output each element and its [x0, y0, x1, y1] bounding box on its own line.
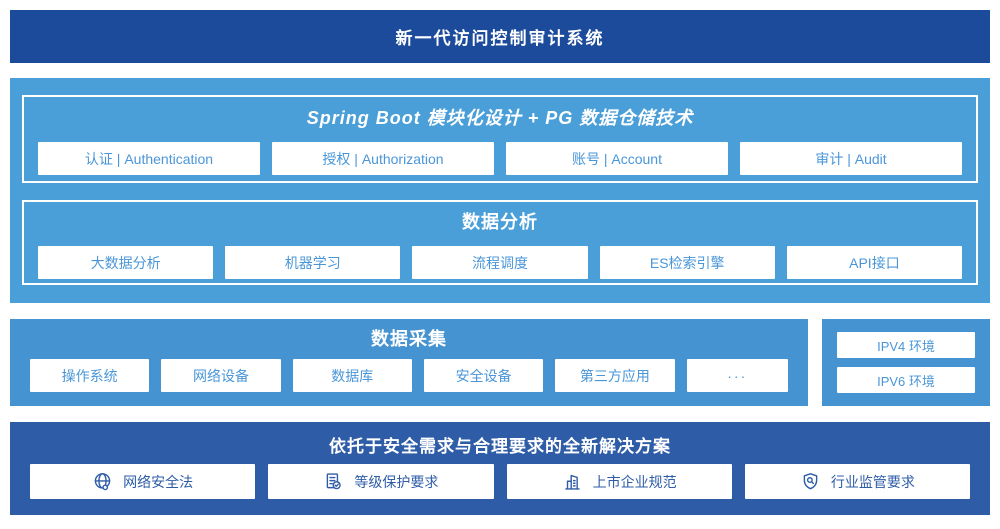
springboot-section-title: Spring Boot 模块化设计 + PG 数据仓储技术 — [306, 108, 694, 128]
solution-title: 依托于安全需求与合理要求的全新解决方案 — [329, 437, 671, 456]
springboot-module-row: 认证 | Authentication 授权 | Authorization 账… — [38, 142, 962, 175]
env-box-ipv4: IPV4 环境 — [837, 332, 975, 358]
middle-row: 数据采集 操作系统 网络设备 数据库 安全设备 第三方应用 ··· IPV4 环… — [10, 319, 990, 406]
data-collection-section: 数据采集 操作系统 网络设备 数据库 安全设备 第三方应用 ··· — [10, 319, 808, 406]
collection-source-row: 操作系统 网络设备 数据库 安全设备 第三方应用 ··· — [30, 359, 788, 392]
solution-box-label: 上市企业规范 — [592, 473, 677, 490]
solution-section: 依托于安全需求与合理要求的全新解决方案 网络安全法 — [10, 422, 990, 515]
solution-box-listed-company: 上市企业规范 — [506, 464, 732, 499]
globe-icon — [92, 471, 113, 492]
module-box-account: 账号 | Account — [506, 142, 728, 175]
env-box-ipv6: IPV6 环境 — [837, 367, 975, 393]
source-box-os: 操作系统 — [30, 359, 150, 392]
document-check-icon — [323, 471, 344, 492]
source-box-network-device: 网络设备 — [161, 359, 281, 392]
data-collection-title: 数据采集 — [371, 329, 447, 349]
module-box-authorization: 授权 | Authorization — [272, 142, 494, 175]
building-icon — [562, 471, 583, 492]
top-banner: 新一代访问控制审计系统 — [10, 10, 990, 63]
solution-row: 网络安全法 等级保护要求 — [30, 464, 970, 499]
system-title: 新一代访问控制审计系统 — [395, 29, 605, 48]
module-box-machine-learning: 机器学习 — [225, 246, 401, 279]
source-box-database: 数据库 — [292, 359, 412, 392]
module-box-workflow: 流程调度 — [412, 246, 588, 279]
solution-box-classified-protection: 等级保护要求 — [268, 464, 494, 499]
module-box-audit: 审计 | Audit — [740, 142, 962, 175]
data-analysis-section: 数据分析 大数据分析 机器学习 流程调度 ES检索引擎 API接口 — [22, 200, 978, 285]
module-box-bigdata: 大数据分析 — [38, 246, 214, 279]
environment-section: IPV4 环境 IPV6 环境 — [822, 319, 990, 406]
solution-box-network-security-law: 网络安全法 — [30, 464, 256, 499]
solution-box-industry-regulation: 行业监管要求 — [744, 464, 970, 499]
solution-box-label: 等级保护要求 — [354, 473, 439, 490]
source-box-ellipsis: ··· — [686, 359, 788, 392]
source-box-third-party: 第三方应用 — [555, 359, 675, 392]
source-box-security-device: 安全设备 — [423, 359, 544, 392]
solution-box-label: 网络安全法 — [123, 473, 194, 490]
solution-box-label: 行业监管要求 — [830, 473, 915, 490]
shield-search-icon — [800, 471, 821, 492]
module-box-api: API接口 — [786, 246, 963, 279]
analysis-module-row: 大数据分析 机器学习 流程调度 ES检索引擎 API接口 — [38, 246, 963, 279]
module-box-authentication: 认证 | Authentication — [38, 142, 260, 175]
module-box-es-search: ES检索引擎 — [599, 246, 775, 279]
platform-section: Spring Boot 模块化设计 + PG 数据仓储技术 认证 | Authe… — [10, 78, 990, 303]
data-analysis-title: 数据分析 — [462, 212, 538, 232]
springboot-section: Spring Boot 模块化设计 + PG 数据仓储技术 认证 | Authe… — [22, 95, 978, 183]
